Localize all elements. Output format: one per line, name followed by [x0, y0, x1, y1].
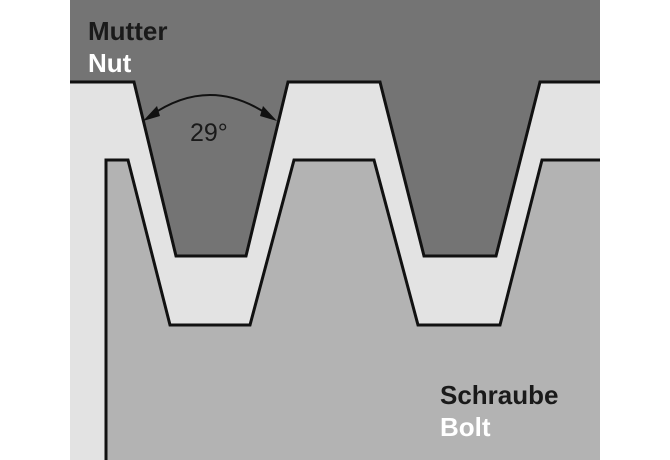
- bolt-label-en: Bolt: [440, 412, 491, 442]
- angle-arc: [149, 94, 271, 117]
- angle-label: 29°: [190, 119, 228, 147]
- nut-label-en: Nut: [88, 48, 132, 78]
- nut-label-de: Mutter: [88, 16, 167, 46]
- left-arrow-icon: [143, 106, 160, 121]
- nut-thread-outline: [70, 80, 600, 258]
- bolt-thread-outline: [104, 158, 600, 460]
- bolt-body: [106, 160, 600, 460]
- bolt-label-de: Schraube: [440, 380, 559, 410]
- nut-body: [70, 0, 600, 256]
- right-arrow-icon: [260, 106, 277, 121]
